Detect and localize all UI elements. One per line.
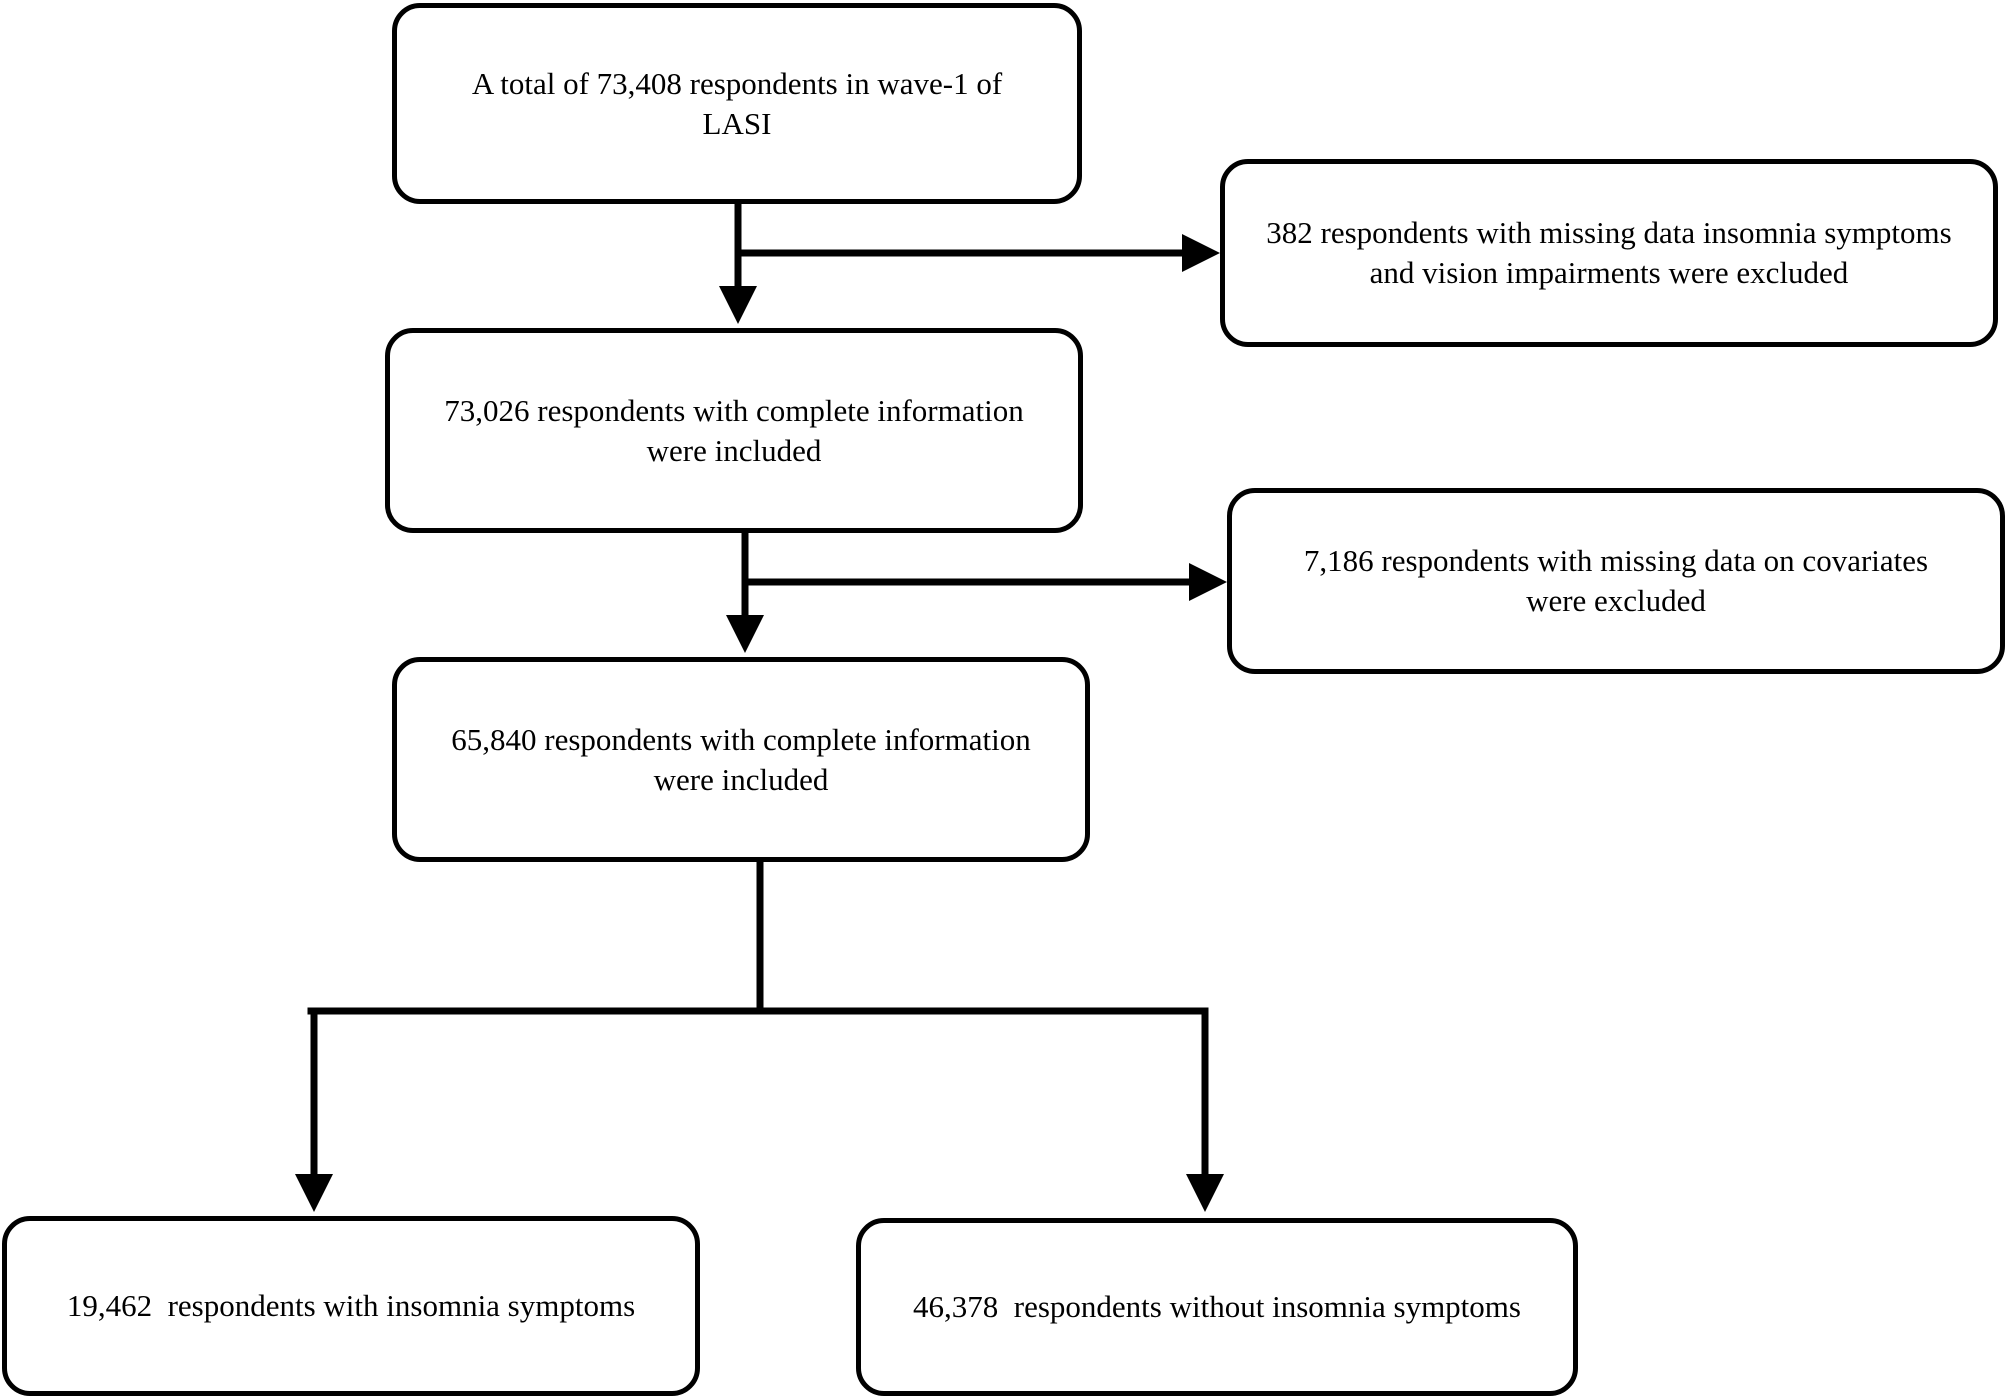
included-2-text: 65,840 respondents with complete informa… [451,721,1031,797]
group-without-insomnia-text: 46,378 respondents without insomnia symp… [913,1289,1521,1324]
exclusion-1-text: 382 respondents with missing data insomn… [1266,215,1952,290]
group-without-insomnia-box: 46,378 respondents without insomnia symp… [856,1218,1578,1396]
group-with-insomnia-text: 19,462 respondents with insomnia symptom… [66,1288,636,1323]
exclusion-box-1: 382 respondents with missing data insomn… [1220,159,1998,347]
included-1-text: 73,026 respondents with complete informa… [444,392,1024,468]
start-text: A total of 73,408 respondents in wave-1 … [471,65,1003,141]
start-box: A total of 73,408 respondents in wave-1 … [392,3,1082,204]
exclusion-2-text: 7,186 respondents with missing data on c… [1303,543,1929,618]
exclusion-box-2: 7,186 respondents with missing data on c… [1227,488,2005,674]
group-with-insomnia-box: 19,462 respondents with insomnia symptom… [2,1216,700,1396]
included-box-1: 73,026 respondents with complete informa… [385,328,1083,533]
included-box-2: 65,840 respondents with complete informa… [392,657,1090,862]
